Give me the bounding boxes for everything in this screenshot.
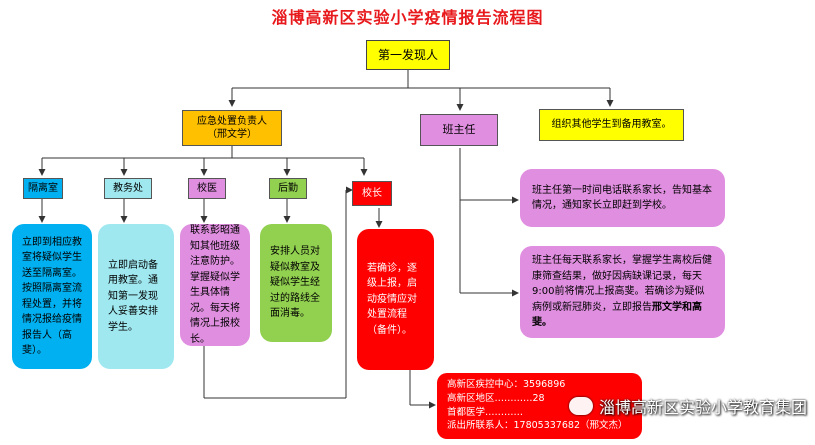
contact-district: 高新区地区…………28	[447, 392, 545, 404]
teacher-note-1-text: 班主任第一时间电话联系家长，告知基本情况，通知家长立即赶到学校。	[532, 184, 712, 212]
first-discoverer-label: 第一发现人	[377, 47, 438, 62]
dept-logistics: 后勤	[269, 178, 307, 199]
teacher-note-daily: 班主任每天联系家长，掌握学生离校后健康筛查结果，做好因病缺课记录，每天9:00前…	[520, 246, 725, 338]
dept-academic: 教务处	[104, 178, 152, 199]
manager-title: 应急处置负责人	[197, 115, 267, 127]
academic-desc: 立即启动备用教室。通知第一发现人妥善安排学生。	[108, 259, 158, 333]
dept-isolation-label: 隔离室	[28, 182, 58, 194]
logistics-desc: 安排人员对疑似教室及疑似学生经过的路线全面消毒。	[270, 246, 320, 320]
contact-cdc: 高新区疾控中心：3596896	[447, 379, 566, 390]
emergency-manager-box: 应急处置负责人 （邢文学）	[182, 110, 282, 146]
contacts-box: 高新区疾控中心：3596896 高新区地区…………28 首都医学………… 派出所…	[437, 373, 642, 439]
dept-academic-label: 教务处	[113, 182, 143, 194]
first-discoverer-box: 第一发现人	[366, 40, 450, 70]
wechat-icon	[568, 397, 593, 415]
watermark-text: 淄博高新区实验小学教育集团	[598, 398, 807, 417]
contact-police: 派出所联系人：17805337682（邢文杰）	[447, 420, 628, 432]
organize-students-box: 组织其他学生到备用教室。	[539, 109, 684, 141]
doctor-desc: 联系彭昭通知其他班级注意防护。掌握疑似学生具体情况。每天将情况上报校长。	[190, 225, 240, 345]
organize-students-label: 组织其他学生到备用教室。	[551, 119, 672, 131]
dept-principal-label: 校长	[362, 187, 382, 199]
logistics-desc-box: 安排人员对疑似教室及疑似学生经过的路线全面消毒。	[260, 224, 332, 342]
teacher-note-2-bold: 邢文学和高斐。	[532, 301, 702, 329]
class-teacher-box: 班主任	[420, 114, 498, 146]
teacher-note-2-main: 班主任每天联系家长，掌握学生离校后健康筛查结果，做好因病缺课记录，每天9:00前…	[532, 255, 712, 313]
watermark: 淄博高新区实验小学教育集团	[568, 394, 807, 418]
doctor-desc-box: 联系彭昭通知其他班级注意防护。掌握疑似学生具体情况。每天将情况上报校长。	[180, 224, 250, 346]
dept-doctor: 校医	[188, 178, 226, 199]
principal-desc-box: 若确诊，逐级上报，启动疫情应对处置流程（备件）。	[357, 229, 434, 370]
dept-principal: 校长	[352, 181, 392, 206]
manager-name: （邢文学）	[207, 129, 257, 140]
page-title: 淄博高新区实验小学疫情报告流程图	[271, 8, 544, 27]
academic-desc-box: 立即启动备用教室。通知第一发现人妥善安排学生。	[98, 224, 174, 369]
dept-isolation: 隔离室	[23, 178, 63, 199]
class-teacher-label: 班主任	[442, 122, 476, 136]
teacher-note-2-text: 班主任每天联系家长，掌握学生离校后健康筛查结果，做好因病缺课记录，每天9:00前…	[532, 253, 713, 331]
contact-hospital: 首都医学…………	[447, 406, 524, 418]
dept-logistics-label: 后勤	[278, 182, 298, 194]
principal-desc: 若确诊，逐级上报，启动疫情应对处置流程（备件）。	[367, 262, 417, 336]
teacher-note-first-contact: 班主任第一时间电话联系家长，告知基本情况，通知家长立即赶到学校。	[520, 169, 725, 227]
dept-doctor-label: 校医	[197, 182, 217, 194]
isolation-desc: 立即到相应教室将疑似学生送至隔离室。按照隔离室流程处置，并将情况报给疫情报告人（…	[22, 236, 82, 357]
isolation-desc-box: 立即到相应教室将疑似学生送至隔离室。按照隔离室流程处置，并将情况报给疫情报告人（…	[12, 224, 92, 369]
